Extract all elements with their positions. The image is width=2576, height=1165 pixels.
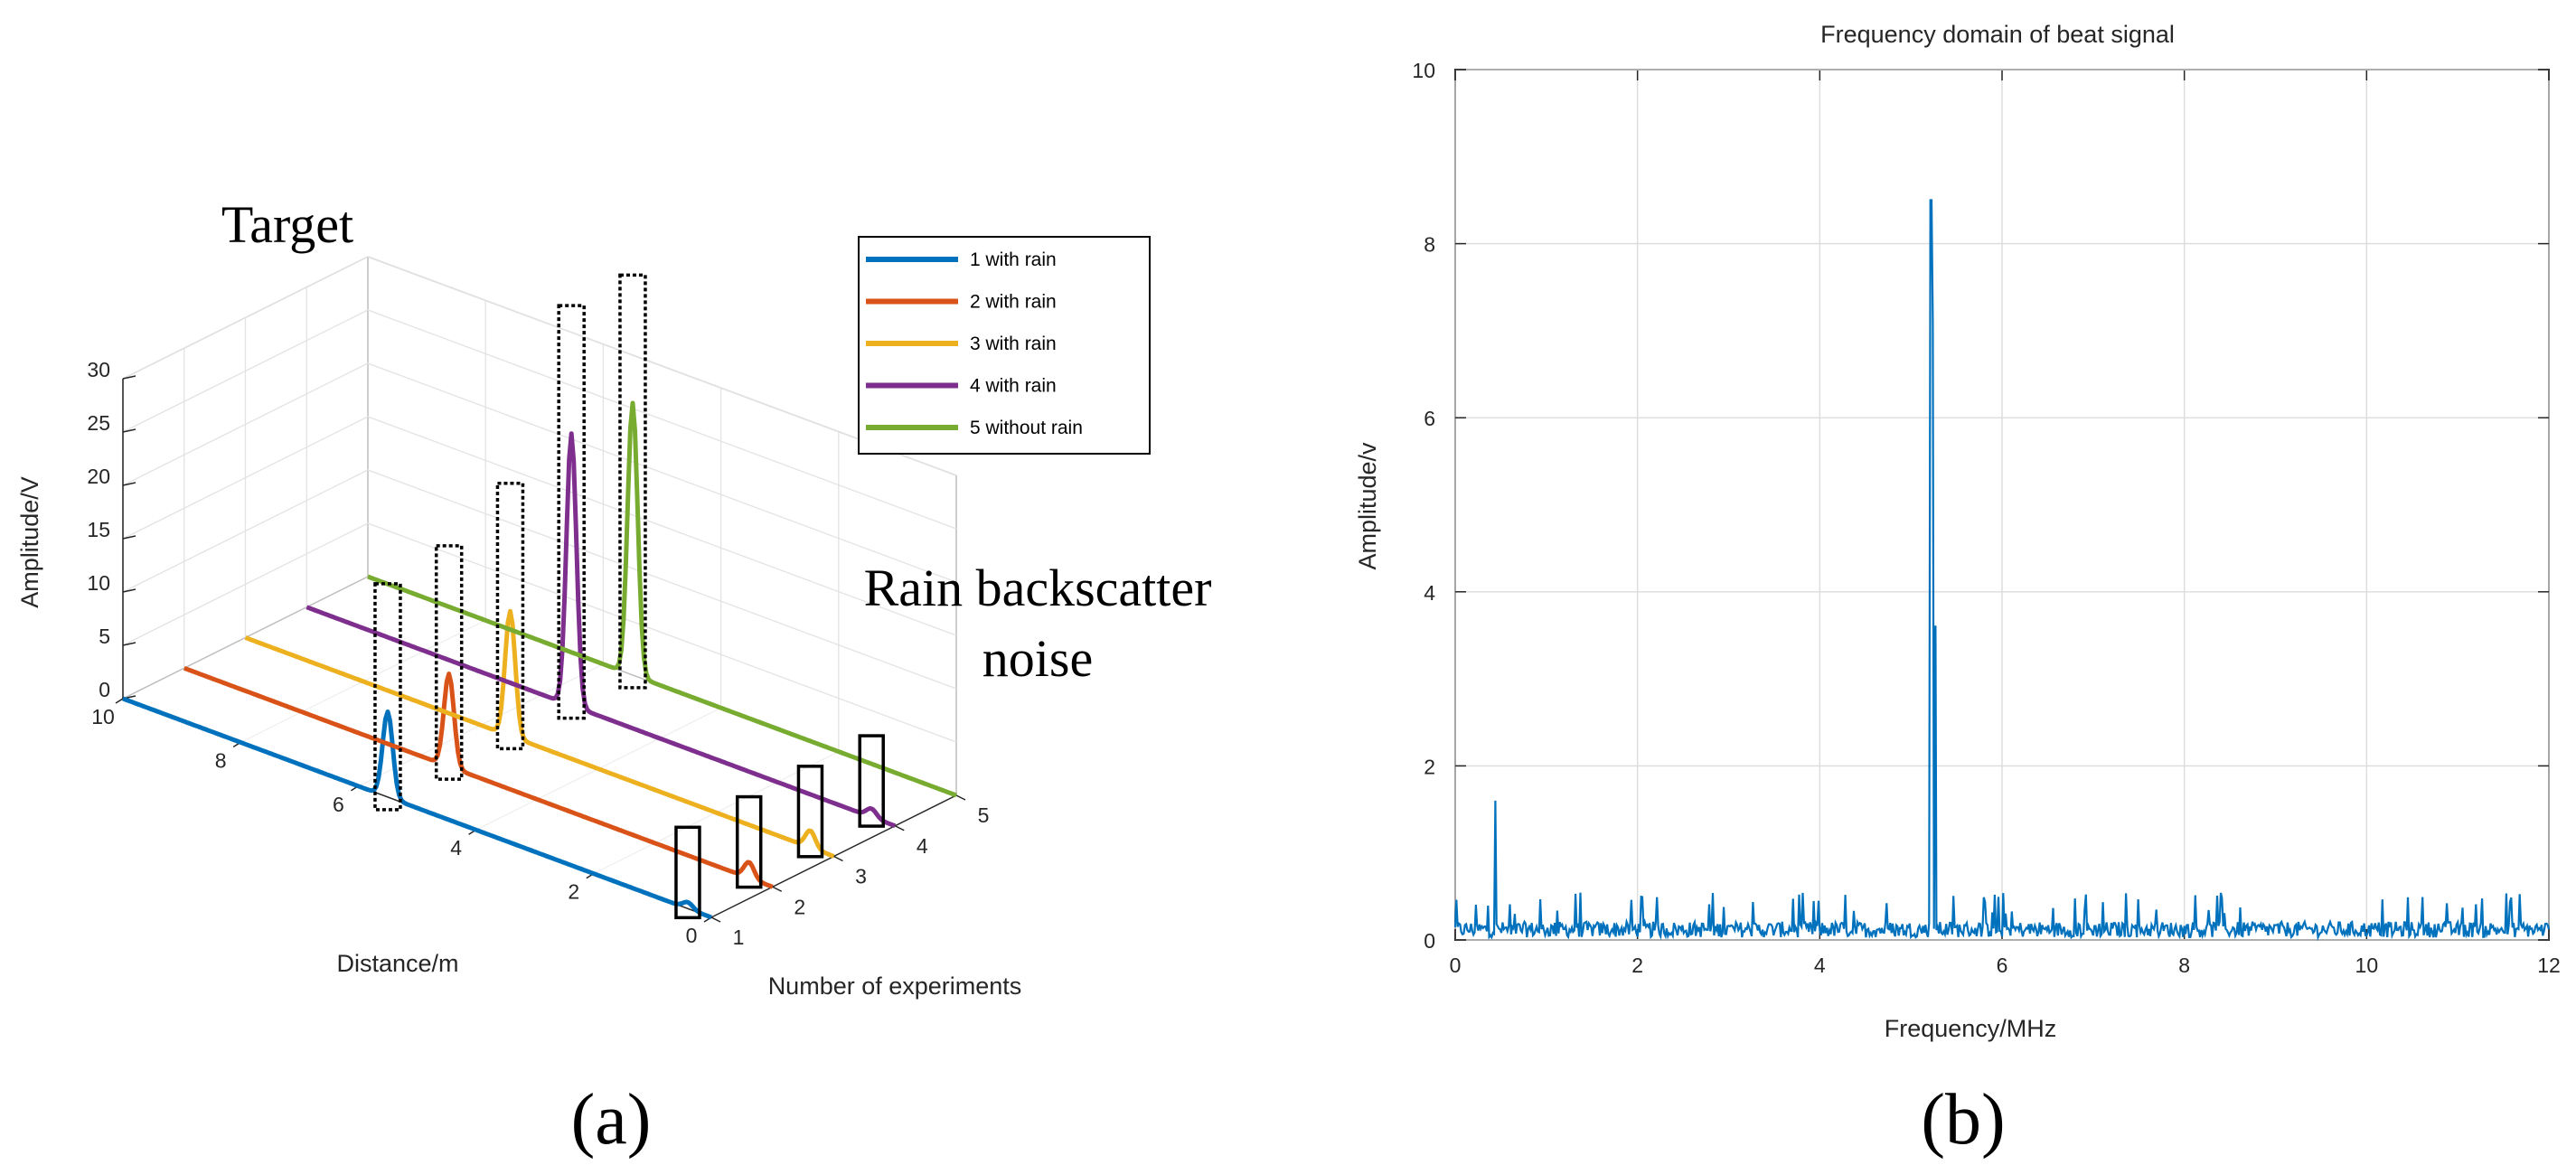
noise-box-3 xyxy=(796,765,824,859)
grid-lines xyxy=(1454,69,2550,941)
grid-line xyxy=(122,469,957,690)
panel-label-b: (b) xyxy=(1921,1080,2005,1160)
legend: 1 with rain 2 with rain 3 with rain 4 with … xyxy=(858,236,1151,455)
y-tick-label: 1 xyxy=(733,925,745,949)
x-tick-label: 8 xyxy=(2178,954,2190,977)
noise-box-1 xyxy=(674,825,701,920)
x-tick-label: 2 xyxy=(1631,954,1643,977)
panel-b: Frequency domain of beat signal 0 2 4 6 8 10 1… xyxy=(1354,21,2561,1160)
noise-box-4 xyxy=(858,734,885,828)
target-box-4 xyxy=(557,304,586,720)
series-1-line xyxy=(122,696,712,920)
grid-line xyxy=(122,362,957,583)
panel-label-a: (a) xyxy=(571,1080,652,1160)
x-tick-label: 4 xyxy=(450,836,462,860)
z-tick xyxy=(122,428,136,433)
y-tick-label: 3 xyxy=(855,865,867,888)
y-tick-label: 4 xyxy=(1424,581,1435,605)
y-tick-label: 10 xyxy=(1412,59,1435,82)
z-tick xyxy=(122,588,136,593)
x-tick-label: 4 xyxy=(1814,954,1826,977)
z-tick-labels: 0 5 10 15 20 25 30 xyxy=(87,358,136,701)
z-tick xyxy=(122,642,136,646)
y-tick-label: 4 xyxy=(917,834,928,858)
z-tick-label: 5 xyxy=(99,625,110,648)
noise-box-2 xyxy=(735,794,763,889)
x-axis-label: Distance/m xyxy=(336,950,458,977)
annotation-boxes xyxy=(373,273,885,920)
noise-annotation-line2: noise xyxy=(982,629,1093,688)
x-tick-label: 6 xyxy=(333,793,344,816)
x-tick-label: 0 xyxy=(1450,954,1462,977)
z-axis-label: Amplitude/V xyxy=(16,476,43,608)
y-tick-labels: 0 2 4 6 8 10 xyxy=(1412,59,1435,953)
target-box-1 xyxy=(373,582,402,812)
chart-title: Frequency domain of beat signal xyxy=(1820,21,2175,48)
z-tick-label: 30 xyxy=(87,358,110,381)
legend-label-2: 2 with rain xyxy=(970,292,1057,313)
y-tick-label: 0 xyxy=(1424,929,1435,953)
z-tick-label: 15 xyxy=(87,518,110,541)
x-tick-label: 0 xyxy=(686,924,698,947)
y-tick-label: 6 xyxy=(1424,407,1435,430)
z-tick-label: 20 xyxy=(87,465,110,488)
target-annotation: Target xyxy=(221,195,353,254)
z-tick xyxy=(122,535,136,540)
grid-line xyxy=(122,416,957,636)
series-2-line xyxy=(183,665,774,889)
z-tick xyxy=(122,375,136,380)
y-tick xyxy=(833,855,843,862)
z-tick-label: 25 xyxy=(87,411,110,435)
x-tick-labels: 0 2 4 6 8 10 12 xyxy=(1450,954,2561,977)
x-tick-label: 2 xyxy=(568,880,579,904)
z-tick-label: 10 xyxy=(87,571,110,595)
legend-label-1: 1 with rain xyxy=(970,249,1057,270)
y-tick xyxy=(772,886,783,892)
y-tick-label: 2 xyxy=(1424,755,1435,778)
legend-label-3: 3 with rain xyxy=(970,334,1057,354)
spectrum-line xyxy=(1453,199,2551,942)
y-tick xyxy=(710,916,721,923)
y-tick xyxy=(955,794,966,801)
x-tick-label: 10 xyxy=(91,705,115,728)
z-tick xyxy=(122,482,136,486)
x-tick-label: 6 xyxy=(1997,954,2008,977)
axis-box xyxy=(122,256,957,796)
x-axis-label: Frequency/MHz xyxy=(1885,1015,2057,1042)
x-tick-label: 8 xyxy=(215,748,227,772)
y-axis-label: Number of experiments xyxy=(768,972,1022,1000)
target-box-3 xyxy=(495,481,525,751)
legend-label-4: 4 with rain xyxy=(970,376,1057,397)
y-tick-label: 8 xyxy=(1424,233,1435,257)
x-tick xyxy=(115,698,124,704)
x-tick-label: 10 xyxy=(2355,954,2379,977)
grid-line xyxy=(122,256,957,476)
y-axis-label: Amplitude/v xyxy=(1354,442,1381,570)
z-tick-label: 0 xyxy=(99,678,110,701)
x-tick-label: 12 xyxy=(2537,954,2561,977)
y-tick xyxy=(894,825,905,831)
y-tick-label: 5 xyxy=(978,803,990,827)
grid-lines xyxy=(122,256,957,875)
y-tick-label: 2 xyxy=(794,895,805,918)
target-box-2 xyxy=(434,544,464,781)
target-box-5 xyxy=(618,273,647,690)
wall-fill xyxy=(123,257,956,795)
grid-line xyxy=(122,522,957,743)
grid-line xyxy=(122,309,957,530)
noise-annotation-line1: Rain backscatter xyxy=(864,559,1212,617)
legend-label-5: 5 without rain xyxy=(970,418,1083,438)
